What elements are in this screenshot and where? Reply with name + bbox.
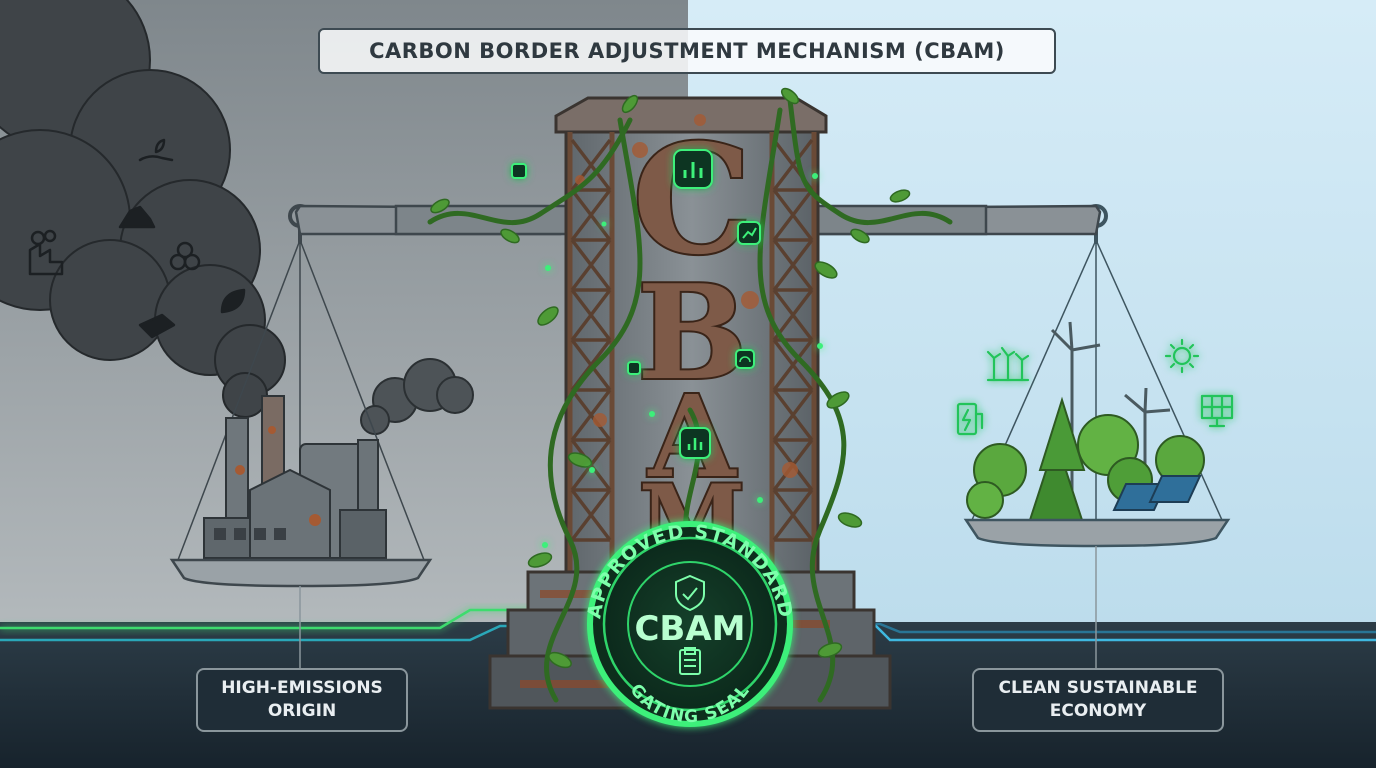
smoke-cloud xyxy=(0,0,286,418)
scale-beam xyxy=(294,204,1102,236)
node-icon xyxy=(511,163,527,179)
ev-charger-icon xyxy=(956,402,984,436)
right-label-line2: ECONOMY xyxy=(1049,701,1147,721)
page-title: CARBON BORDER ADJUSTMENT MECHANISM (CBAM… xyxy=(318,28,1056,74)
right-label: CLEAN SUSTAINABLE ECONOMY xyxy=(972,668,1224,732)
tower-letters: C B A M xyxy=(630,110,753,579)
solar-panel-icon xyxy=(1200,394,1234,428)
node-icon xyxy=(627,361,641,375)
seal-center-text: CBAM xyxy=(634,609,745,649)
factory-icon xyxy=(28,229,64,276)
ore-pile-icon xyxy=(118,205,156,229)
clipboard-icon xyxy=(679,647,701,675)
coal-brick-icon xyxy=(138,313,176,339)
small-smoke xyxy=(360,358,474,435)
solar-panels xyxy=(1112,475,1202,511)
left-scale-pan xyxy=(169,204,433,668)
sun-icon xyxy=(1164,338,1200,374)
leaf-icon xyxy=(220,288,246,314)
vines xyxy=(427,97,953,703)
left-label-line2: ORIGIN xyxy=(267,701,337,721)
left-label: HIGH-EMISSIONS ORIGIN xyxy=(196,668,408,732)
right-label-line1: CLEAN SUSTAINABLE xyxy=(998,678,1198,698)
bar-chart-icon xyxy=(679,427,711,459)
tower-letter-b: B xyxy=(637,256,747,409)
factory xyxy=(203,395,387,559)
right-scale-pan xyxy=(963,204,1231,668)
glow-sparks xyxy=(542,173,823,548)
tower-letter-c: C xyxy=(632,112,751,288)
vine-leaves xyxy=(430,87,911,669)
wind-turbines-icon xyxy=(986,346,1030,382)
gauge-icon xyxy=(735,349,755,369)
plant-hand-icon xyxy=(138,138,174,162)
bar-chart-icon xyxy=(673,149,713,189)
shield-check-icon xyxy=(675,574,705,612)
growth-chart-icon xyxy=(737,221,761,245)
log-pile-icon xyxy=(169,241,201,271)
forest xyxy=(966,321,1205,521)
left-label-line1: HIGH-EMISSIONS xyxy=(221,678,383,698)
